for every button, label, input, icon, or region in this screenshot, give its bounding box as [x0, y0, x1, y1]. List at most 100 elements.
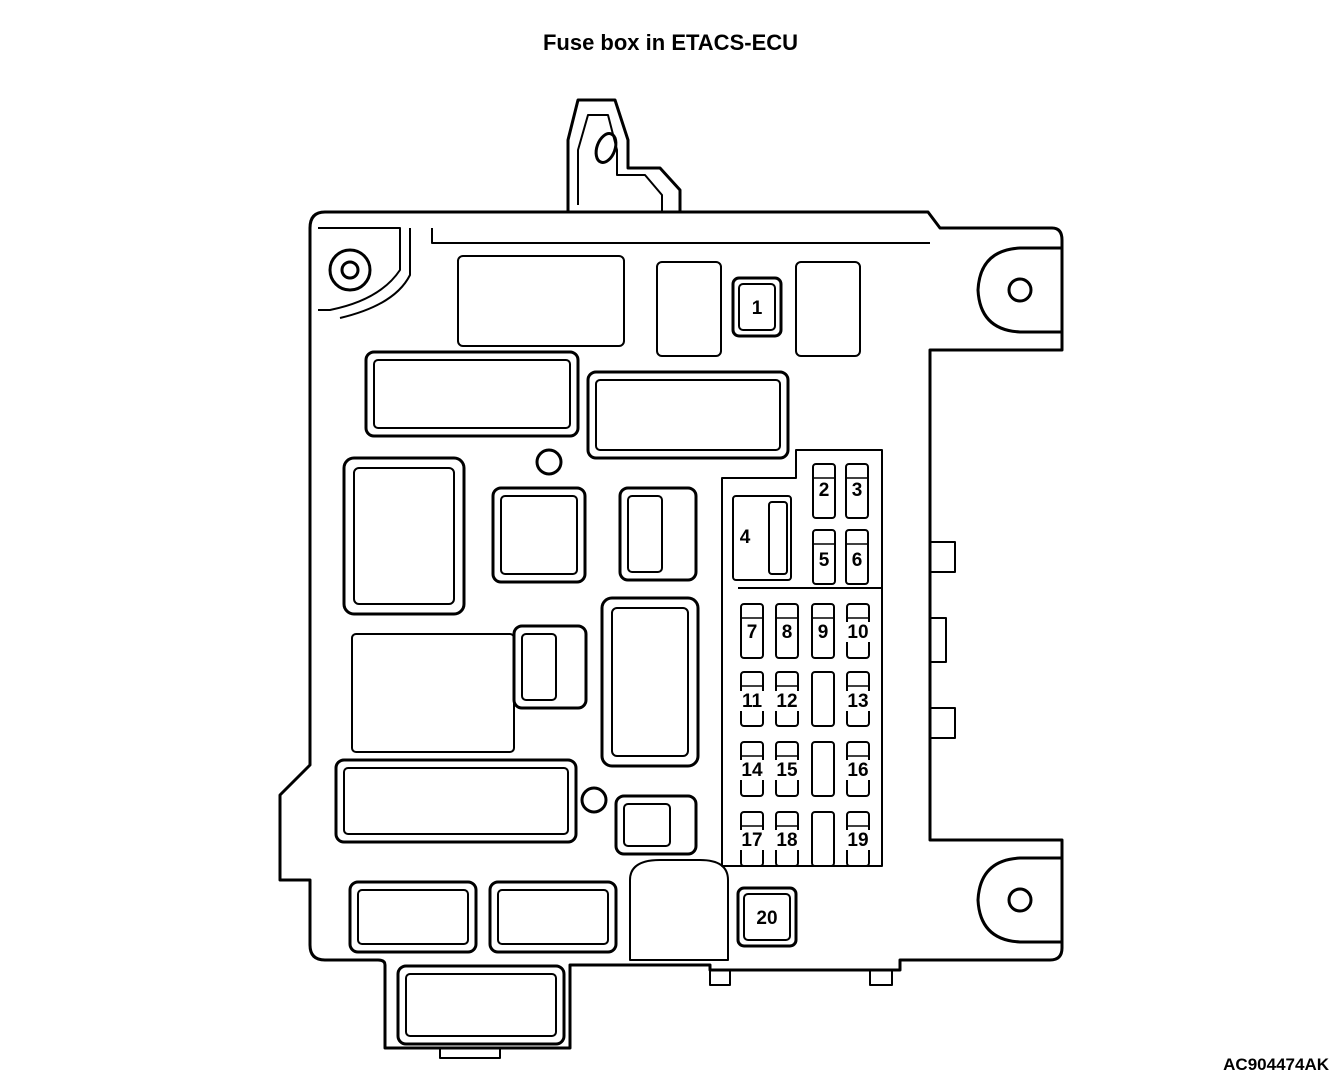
connector-i	[614, 794, 698, 856]
right-clip-1	[930, 541, 956, 573]
mounting-hole-left	[328, 248, 372, 292]
fuse-5: 5	[812, 529, 836, 585]
fuse-1: 1	[731, 276, 783, 338]
fuse-18: 18	[773, 811, 801, 867]
connector-e	[618, 486, 698, 582]
relay-block-3	[795, 261, 861, 357]
fuse-slot	[775, 603, 799, 659]
relay-block-2	[656, 261, 722, 357]
fuse-slot	[732, 495, 792, 581]
inner-top-line	[431, 228, 930, 244]
fuse-label-backing	[773, 760, 801, 780]
fuse-spare-slot	[811, 811, 835, 867]
fuse-7: 7	[740, 603, 764, 659]
right-ear-bottom	[976, 856, 1062, 944]
fuse-label-backing	[738, 691, 766, 711]
fuse-number-label: 20	[756, 908, 777, 929]
fuse-slot	[736, 886, 798, 948]
connector-f	[512, 624, 588, 710]
bottom-clip-1	[709, 970, 731, 986]
upper-panel	[318, 227, 401, 311]
fuse-8: 8	[775, 603, 799, 659]
fuse-label-backing	[749, 298, 765, 318]
connector-b-inner	[595, 379, 781, 451]
connector-d-inner	[500, 495, 578, 575]
connector-c	[342, 456, 466, 616]
fuse-number-label: 10	[847, 622, 868, 643]
fuse-13: 13	[844, 671, 872, 727]
right-ear-top	[976, 246, 1062, 334]
connector-g-inner	[611, 607, 689, 757]
fuse-17: 17	[738, 811, 766, 867]
top-mounting-tab	[566, 98, 682, 212]
connector-j	[348, 880, 478, 954]
fuse-label-backing	[737, 527, 753, 547]
fuse-19: 19	[844, 811, 872, 867]
mounting-hole-right-top	[1007, 277, 1033, 303]
fuse-label-backing	[744, 622, 760, 642]
right-clip-2	[930, 707, 956, 739]
fuse-number-label: 12	[776, 691, 797, 712]
fuse-number-label: 4	[740, 527, 751, 548]
connector-l-inner	[405, 973, 557, 1037]
connector-k-inner	[497, 889, 609, 945]
connector-c-inner	[353, 467, 455, 605]
fuse-label-backing	[849, 550, 865, 570]
connector-j-inner	[357, 889, 469, 945]
connector-i-inner	[623, 803, 671, 847]
fuse-slot	[740, 603, 764, 659]
fuse-spare-slot	[811, 741, 835, 797]
fuse-9: 9	[811, 603, 835, 659]
fuse-15: 15	[773, 741, 801, 797]
fuse-slot	[812, 529, 836, 585]
fuse-label-backing	[844, 691, 872, 711]
fuse-label-backing	[816, 550, 832, 570]
top-tab-hole	[594, 132, 618, 164]
fuse-number-label: 18	[776, 830, 797, 851]
fuse-number-label: 11	[742, 691, 763, 712]
fuse-number-label: 8	[782, 622, 793, 643]
fuse-number-label: 1	[752, 298, 763, 319]
reference-code: AC904474AK	[1223, 1055, 1329, 1074]
fuse-number-label: 16	[847, 760, 868, 781]
connector-d	[491, 486, 587, 584]
connector-h	[334, 758, 578, 844]
fuse-label-backing	[773, 830, 801, 850]
fuse-4: 4	[732, 495, 792, 581]
bottom-clip-2	[869, 970, 893, 986]
fuse-label-backing	[849, 480, 865, 500]
fuse-number-label: 19	[847, 830, 868, 851]
fuse-slot	[812, 463, 836, 519]
mounting-hole-left-inner	[340, 260, 360, 280]
fuse-blade	[768, 501, 788, 575]
fuse-label-backing	[738, 830, 766, 850]
fuse-16: 16	[844, 741, 872, 797]
fuse-11: 11	[738, 671, 766, 727]
fuse-label-backing	[844, 830, 872, 850]
fuse-14: 14	[738, 741, 766, 797]
fuse-number-label: 13	[847, 691, 868, 712]
fuse-number-label: 2	[819, 480, 830, 501]
connector-a	[364, 350, 580, 438]
fuse-12: 12	[773, 671, 801, 727]
housing-outline	[278, 210, 1064, 1050]
fuse-label-backing	[844, 760, 872, 780]
diagram-title: Fuse box in ETACS-ECU	[542, 30, 799, 55]
fuse-3: 3	[845, 463, 869, 519]
fuse-number-label: 3	[852, 480, 863, 501]
connector-l	[396, 964, 566, 1046]
fuse-slot	[845, 463, 869, 519]
fuse-label-backing	[753, 908, 781, 928]
fuse-2: 2	[812, 463, 836, 519]
fuse-number-label: 17	[741, 830, 762, 851]
fuse-label-backing	[773, 691, 801, 711]
relay-block-4	[351, 633, 515, 753]
upper-panel-right	[339, 228, 411, 319]
connector-b	[586, 370, 790, 460]
fuse-label-backing	[779, 622, 795, 642]
fuse-number-label: 14	[741, 760, 763, 781]
fuse-20: 20	[736, 886, 798, 948]
fuse-slot	[811, 603, 835, 659]
fuse-slot	[845, 529, 869, 585]
